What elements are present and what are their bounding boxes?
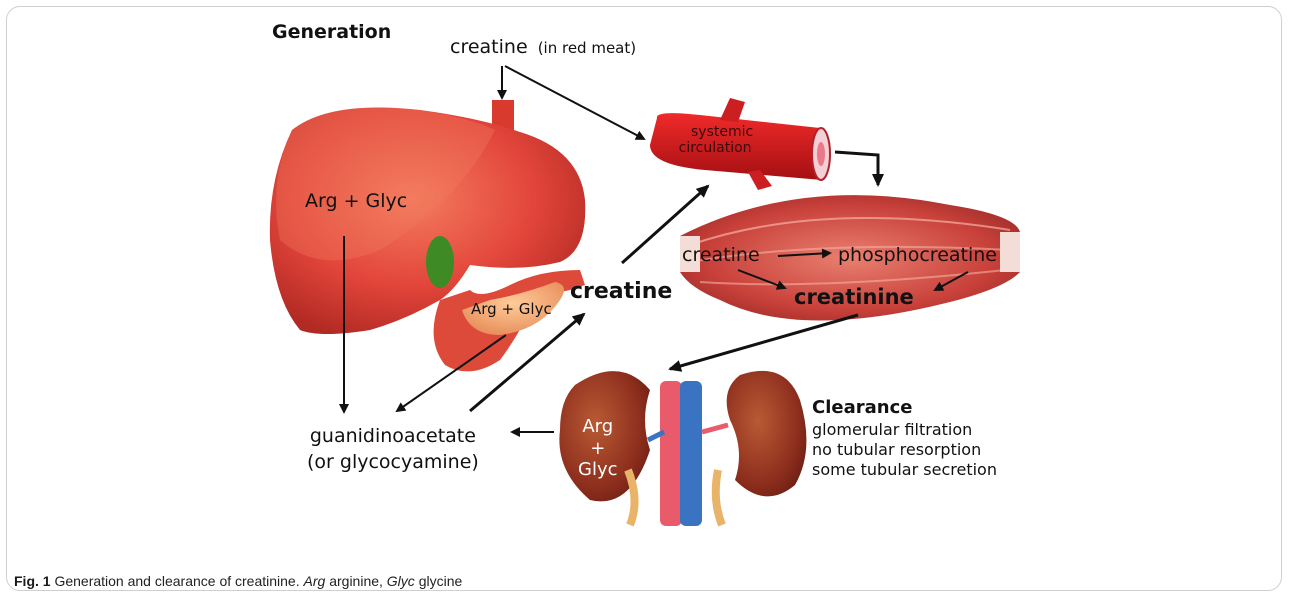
arrow-vessel-to-muscle	[835, 152, 878, 185]
kidney-label: Arg + Glyc	[578, 416, 618, 481]
creatine-top-label: creatine (in red meat)	[450, 37, 636, 59]
clearance-block: Clearance glomerular filtration no tubul…	[812, 397, 997, 480]
caption-abbr2: Glyc	[387, 573, 415, 589]
muscle-creatine-label: creatine	[682, 245, 760, 267]
kidney-label-line1: Arg	[578, 416, 618, 438]
clearance-line-2: no tubular resorption	[812, 440, 997, 460]
clearance-line-3: some tubular secretion	[812, 460, 997, 480]
pancreas-label: Arg + Glyc	[471, 301, 552, 318]
center-creatine-label: creatine	[570, 279, 672, 304]
creatine-top-text: creatine	[450, 36, 528, 58]
caption-abbr2-def: glycine	[419, 573, 463, 589]
liver-label: Arg + Glyc	[305, 191, 407, 213]
muscle-phosphocreatine-label: phosphocreatine	[838, 245, 997, 267]
caption-abbr1: Arg	[304, 573, 326, 589]
kidney-label-line2: +	[578, 438, 618, 460]
guanidino-line1: guanidinoacetate	[307, 424, 479, 450]
vessel-label-line2: circulation	[677, 140, 753, 156]
guanidinoacetate-label: guanidinoacetate (or glycocyamine)	[307, 424, 479, 475]
caption-abbr1-def: arginine,	[329, 573, 383, 589]
clearance-title: Clearance	[812, 397, 997, 420]
arrow-creatine-to-vessel	[505, 66, 644, 139]
vessel-label: systemic circulation	[677, 124, 753, 156]
creatine-top-note: (in red meat)	[538, 39, 636, 57]
guanidino-line2: (or glycocyamine)	[307, 450, 479, 476]
clearance-line-1: glomerular filtration	[812, 420, 997, 440]
caption-fig-label: Fig. 1	[14, 573, 51, 589]
liver-illustration	[270, 100, 585, 371]
arrow-creatinine-to-kidney	[670, 315, 858, 369]
vessel-label-line1: systemic	[691, 124, 753, 140]
muscle-creatinine-label: creatinine	[794, 285, 914, 309]
figure-caption: Fig. 1 Generation and clearance of creat…	[14, 573, 462, 589]
kidney-label-line3: Glyc	[578, 459, 618, 481]
caption-text: Generation and clearance of creatinine.	[54, 573, 299, 589]
generation-title: Generation	[272, 22, 391, 44]
